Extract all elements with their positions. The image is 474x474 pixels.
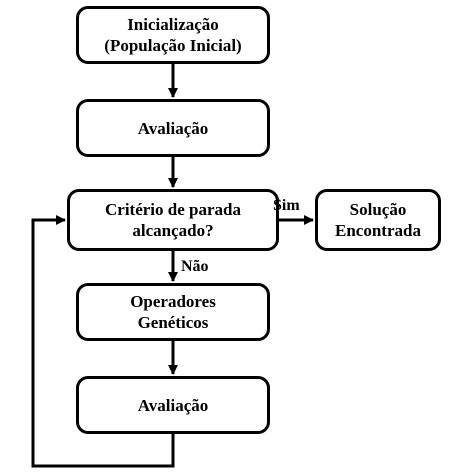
node-genetic-operators: Operadores Genéticos — [76, 283, 270, 341]
node-evaluation-1-label: Avaliação — [137, 118, 209, 138]
node-stop-criterion: Critério de parada alcançado? — [67, 189, 279, 251]
node-genetic-operators-label: Operadores Genéticos — [130, 292, 216, 332]
node-evaluation-2: Avaliação — [76, 376, 270, 434]
node-evaluation-2-label: Avaliação — [137, 395, 209, 415]
edge-label-yes: Sim — [273, 197, 300, 214]
node-solution-found-label: Solução Encontrada — [335, 200, 421, 240]
edge-label-no: Não — [181, 258, 209, 275]
node-evaluation-1: Avaliação — [76, 99, 270, 157]
node-solution-found: Solução Encontrada — [315, 189, 441, 251]
loop-back-arrow — [31, 215, 175, 468]
node-initialization: Inicialização (População Inicial) — [76, 6, 270, 64]
node-stop-criterion-label: Critério de parada alcançado? — [105, 200, 241, 240]
node-initialization-label: Inicialização (População Inicial) — [104, 15, 242, 55]
